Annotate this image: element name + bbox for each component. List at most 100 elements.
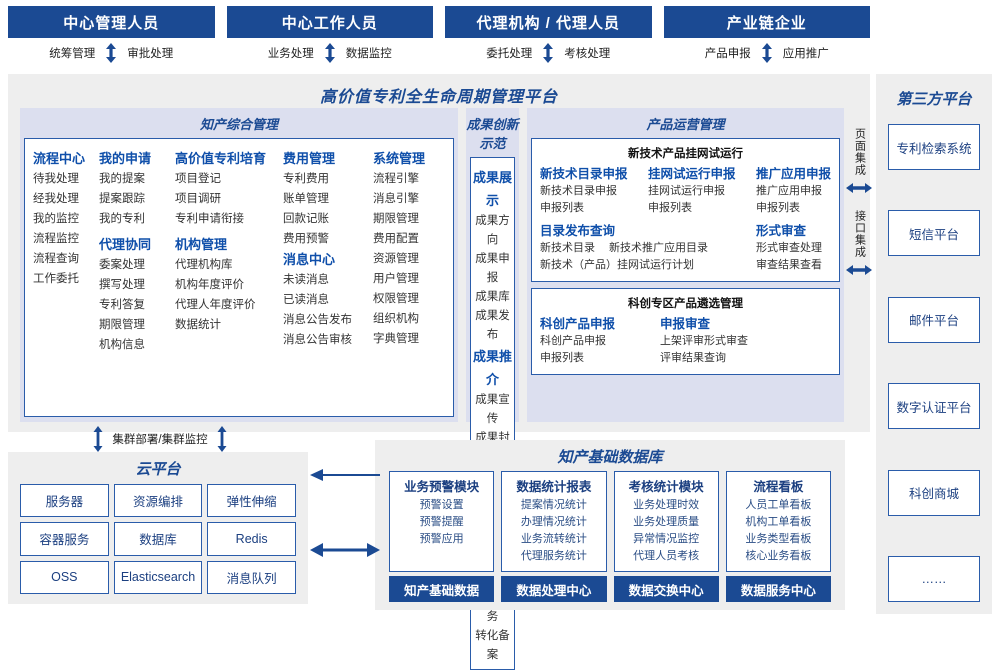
menu-item[interactable]: 评审结果查询 [659,352,726,364]
card-item[interactable]: 异常情况监控 [633,533,700,545]
group-head[interactable]: 形式审查 [755,224,806,238]
card-item[interactable]: 办理情况统计 [520,516,587,528]
menu-item[interactable]: 项目登记 [175,173,221,185]
menu-item[interactable]: 我的专利 [99,213,145,225]
menu-item[interactable]: 字典管理 [373,333,419,345]
menu-item[interactable]: 费用配置 [373,233,419,245]
card-head[interactable]: 考核统计模块 [628,480,704,494]
menu-item[interactable]: 组织机构 [373,313,419,325]
role-title-agency[interactable]: 代理机构 / 代理人员 [445,6,652,38]
menu-item[interactable]: 新技术目录申报 [539,185,617,197]
menu-item[interactable]: 代理机构库 [175,259,233,271]
third-party-item-kechuang-mall[interactable]: 科创商城 [888,469,980,516]
group-head[interactable]: 我的申请 [99,151,152,166]
menu-item[interactable]: 代理人年度评价 [175,299,256,311]
cloud-cell-container[interactable]: 容器服务 [20,522,109,556]
group-head[interactable]: 推广应用申报 [755,167,831,181]
cloud-cell-database[interactable]: 数据库 [113,522,203,556]
menu-item[interactable]: 专利申请衔接 [175,213,244,225]
third-party-item-email[interactable]: 邮件平台 [888,296,980,343]
menu-item[interactable]: 申报列表 [539,202,584,214]
group-head[interactable]: 科创产品申报 [539,317,615,331]
menu-item[interactable]: 用户管理 [373,273,419,285]
group-head[interactable]: 高价值专利培育 [175,151,267,166]
menu-item[interactable]: 资源管理 [373,253,419,265]
menu-item[interactable]: 专利费用 [283,173,329,185]
cloud-cell-autoscaling[interactable]: 弹性伸缩 [207,484,296,518]
cloud-cell-redis[interactable]: Redis [207,522,296,556]
group-head[interactable]: 流程中心 [33,151,86,166]
menu-item[interactable]: 费用预警 [283,233,329,245]
menu-item[interactable]: 流程查询 [33,253,79,265]
group-head[interactable]: 申报审查 [659,317,710,331]
menu-item[interactable]: 我的监控 [33,213,79,225]
card-item[interactable]: 人员工单看板 [745,499,812,511]
menu-item[interactable]: 成果方向 [475,215,510,246]
menu-item[interactable]: 新技术目录 [539,242,595,254]
group-head[interactable]: 成果推介 [472,349,512,387]
menu-item[interactable]: 挂网试运行申报 [647,185,725,197]
menu-item[interactable]: 工作委托 [33,273,79,285]
menu-item[interactable]: 期限管理 [373,213,419,225]
database-foot-base-data[interactable]: 知产基础数据 [389,576,495,602]
card-head[interactable]: 业务预警模块 [404,480,480,494]
role-title-enterprise[interactable]: 产业链企业 [663,6,870,38]
card-head[interactable]: 流程看板 [753,480,804,494]
group-head[interactable]: 系统管理 [373,151,426,166]
menu-item[interactable]: 未读消息 [283,274,329,286]
database-foot-service-center[interactable]: 数据服务中心 [725,576,831,602]
menu-item[interactable]: 机构信息 [99,339,145,351]
menu-item[interactable]: 新技术推广应用目录 [608,242,708,254]
card-item[interactable]: 预警应用 [419,533,464,545]
menu-item[interactable]: 账单管理 [283,193,329,205]
card-item[interactable]: 业务处理时效 [633,499,700,511]
third-party-item-patent-search[interactable]: 专利检索系统 [888,124,980,170]
menu-item[interactable]: 消息公告审核 [283,334,352,346]
menu-item[interactable]: 流程监控 [33,233,79,245]
menu-item[interactable]: 成果库 [475,291,510,303]
card-head[interactable]: 数据统计报表 [516,480,592,494]
group-head[interactable]: 代理协同 [99,237,152,252]
group-head[interactable]: 新技术目录申报 [539,167,628,181]
group-head[interactable]: 成果展示 [472,170,512,208]
card-item[interactable]: 预警设置 [419,499,464,511]
menu-item[interactable]: 推广应用申报 [755,185,822,197]
group-head[interactable]: 目录发布查询 [539,224,615,238]
menu-item[interactable]: 委案处理 [99,259,145,271]
card-item[interactable]: 代理服务统计 [520,550,587,562]
database-foot-processing-center[interactable]: 数据处理中心 [501,576,607,602]
role-title-center-manager[interactable]: 中心管理人员 [8,6,215,38]
menu-item[interactable]: 申报列表 [647,202,692,214]
group-head[interactable]: 挂网试运行申报 [647,167,736,181]
database-foot-exchange-center[interactable]: 数据交换中心 [613,576,719,602]
menu-item[interactable]: 上架评审形式审查 [659,335,748,347]
menu-item[interactable]: 提案跟踪 [99,193,145,205]
cloud-cell-server[interactable]: 服务器 [20,484,109,518]
menu-item[interactable]: 消息公告发布 [283,314,352,326]
cloud-cell-oss[interactable]: OSS [20,560,109,594]
card-item[interactable]: 业务处理质量 [633,516,700,528]
third-party-item-sms[interactable]: 短信平台 [888,210,980,257]
group-head[interactable]: 消息中心 [283,252,336,267]
cloud-cell-mq[interactable]: 消息队列 [207,560,296,594]
menu-item[interactable]: 成果发布 [475,310,510,341]
menu-item[interactable]: 审查结果查看 [755,259,822,271]
menu-item[interactable]: 流程引擎 [373,173,419,185]
menu-item[interactable]: 专利答复 [99,299,145,311]
card-item[interactable]: 机构工单看板 [745,516,812,528]
cloud-cell-elasticsearch[interactable]: Elasticsearch [113,560,203,594]
role-title-center-staff[interactable]: 中心工作人员 [226,6,433,38]
menu-item[interactable]: 申报列表 [755,202,800,214]
menu-item[interactable]: 科创产品申报 [539,335,606,347]
menu-item[interactable]: 成果申报 [475,253,510,284]
group-head[interactable]: 机构管理 [175,237,228,252]
menu-item[interactable]: 形式审查处理 [755,242,822,254]
menu-item[interactable]: 回款记账 [283,213,329,225]
third-party-item-digital-cert[interactable]: 数字认证平台 [888,383,980,430]
menu-item[interactable]: 我的提案 [99,173,145,185]
menu-item[interactable]: 成果宣传 [475,394,510,425]
menu-item[interactable]: 已读消息 [283,294,329,306]
menu-item[interactable]: 数据统计 [175,319,221,331]
menu-item[interactable]: 项目调研 [175,193,221,205]
menu-item[interactable]: 待我处理 [33,173,79,185]
